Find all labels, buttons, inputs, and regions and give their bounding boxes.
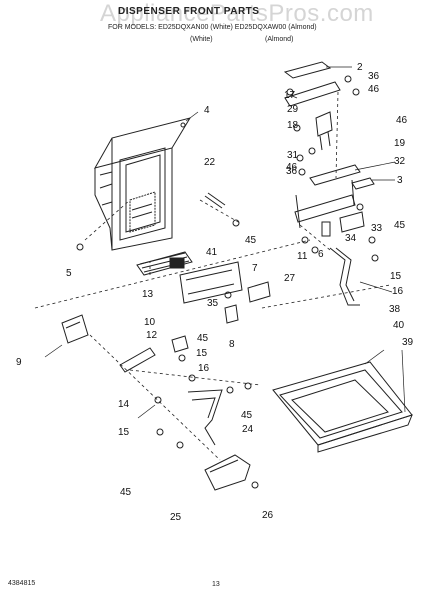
part-29-switch — [315, 111, 333, 151]
callout-45: 45 — [120, 487, 132, 498]
callout-10: 10 — [144, 317, 156, 328]
callout-45: 45 — [241, 410, 253, 421]
part-12-part — [171, 335, 189, 353]
color-almond-label: (Almond) — [265, 36, 294, 43]
document-number: 4384815 — [8, 580, 36, 587]
callout-14: 14 — [118, 399, 130, 410]
callout-17: 17 — [284, 90, 296, 101]
callout-27: 27 — [284, 273, 296, 284]
callout-9: 9 — [16, 357, 22, 368]
callout-33: 33 — [371, 223, 383, 234]
callout-2: 2 — [357, 62, 363, 73]
part-40-outer-panel — [272, 361, 413, 446]
callout-40: 40 — [393, 320, 405, 331]
part-19-bracket — [294, 164, 361, 229]
part-9-bracket — [61, 314, 89, 344]
callout-35: 35 — [207, 298, 219, 309]
callout-3: 3 — [397, 175, 403, 186]
callout-41: 41 — [206, 247, 218, 258]
callout-38: 38 — [389, 304, 401, 315]
part-3-plate — [351, 177, 375, 190]
callout-46: 46 — [396, 115, 408, 126]
fasteners — [76, 75, 379, 489]
part-22-rod — [204, 192, 226, 209]
callout-19: 19 — [394, 138, 406, 149]
diagram-title: DISPENSER FRONT PARTS — [118, 6, 260, 17]
callout-34: 34 — [345, 233, 357, 244]
part-4-housing — [93, 117, 192, 251]
callout-26: 26 — [262, 510, 274, 521]
part-33-part — [339, 211, 365, 233]
part-2-top-cap — [283, 61, 332, 79]
callout-22: 22 — [204, 157, 216, 168]
callout-46: 46 — [368, 84, 380, 95]
callout-5: 5 — [66, 268, 72, 279]
part-13-drip-tray — [136, 251, 193, 276]
part-41-label — [169, 257, 185, 269]
callout-36: 36 — [286, 166, 298, 177]
callout-15: 15 — [118, 427, 130, 438]
callout-46: 46 — [286, 162, 298, 173]
models-line: FOR MODELS: ED25DQXAN00 (White) ED25DQXA… — [108, 24, 317, 31]
part-8-part — [224, 304, 239, 324]
part-24-lever — [187, 389, 223, 446]
callout-39: 39 — [402, 337, 414, 348]
part-17-bar — [284, 81, 341, 107]
callout-36: 36 — [368, 71, 380, 82]
callout-15: 15 — [196, 348, 208, 359]
callout-15: 15 — [390, 271, 402, 282]
part-27-part — [247, 281, 271, 303]
part-25-cradle — [204, 454, 251, 491]
part-39-inner-panel — [279, 369, 403, 439]
callout-32: 32 — [394, 156, 406, 167]
page-number: 13 — [212, 581, 220, 588]
callout-25: 25 — [170, 512, 182, 523]
callout-11: 11 — [297, 251, 308, 262]
callout-6: 6 — [318, 249, 324, 260]
callout-12: 12 — [146, 330, 158, 341]
watermark: AppliancePartsPros.com — [100, 0, 374, 27]
callout-45: 45 — [245, 235, 257, 246]
callout-16: 16 — [198, 363, 210, 374]
callout-13: 13 — [142, 289, 154, 300]
callout-29: 29 — [287, 104, 299, 115]
callout-7: 7 — [252, 263, 258, 274]
callout-31: 31 — [287, 150, 299, 161]
color-white-label: (White) — [190, 36, 213, 43]
part-34-part — [321, 221, 331, 237]
callout-18: 18 — [287, 120, 299, 131]
callout-45: 45 — [394, 220, 406, 231]
part-10-rail — [119, 347, 156, 373]
callout-8: 8 — [229, 339, 235, 350]
part-38-linkage — [329, 247, 360, 306]
callout-4: 4 — [204, 105, 210, 116]
callout-16: 16 — [392, 286, 404, 297]
part-7-panel — [179, 261, 243, 304]
callout-45: 45 — [197, 333, 209, 344]
callout-24: 24 — [242, 424, 254, 435]
